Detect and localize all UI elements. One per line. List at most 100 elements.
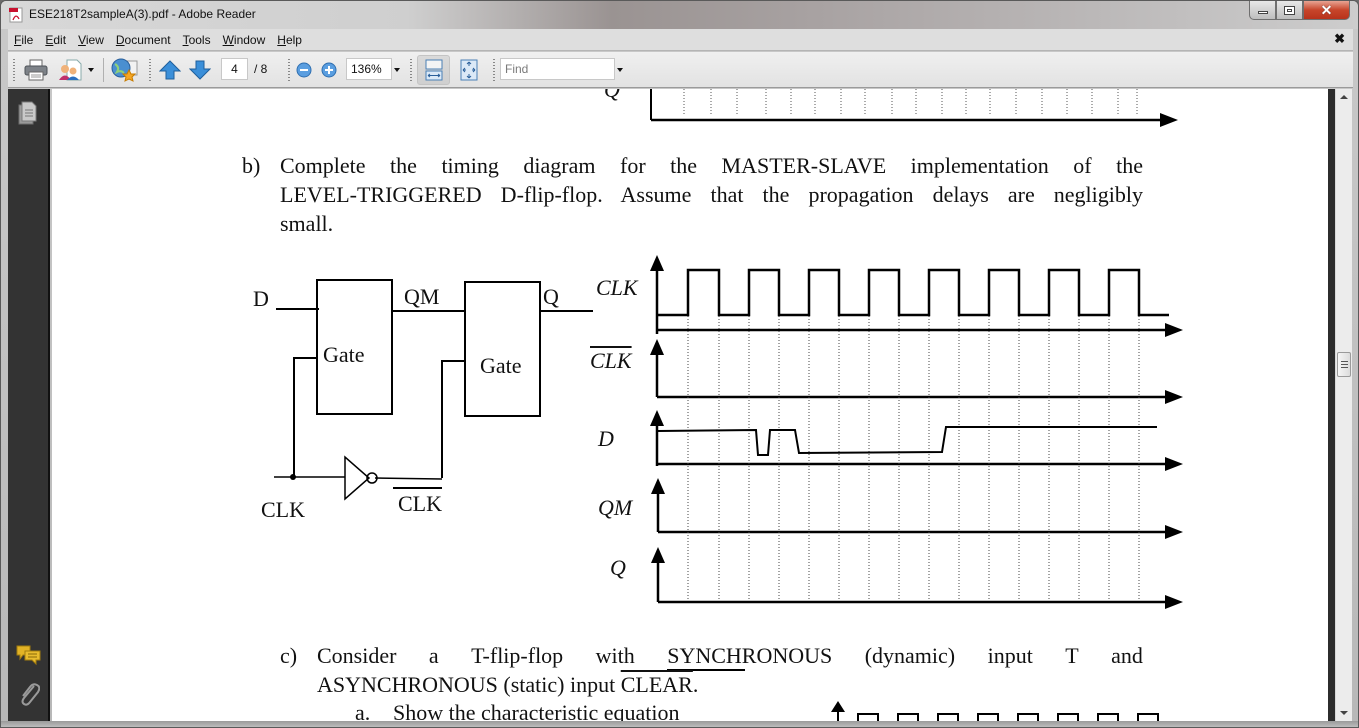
part-c-line1: Consider a T-flip-flop with SYNCHRONOUS … [317,643,1143,671]
toolbar-grip[interactable] [13,59,15,81]
circuit-clk-label: CLK [261,497,305,522]
attachments-icon[interactable] [18,682,40,706]
close-window-button[interactable]: ✕ [1303,1,1350,20]
zoom-in-icon [321,62,337,78]
pdf-page-view[interactable]: Q b) Complete the timing diagram for the… [52,89,1328,721]
menu-document[interactable]: Document [115,32,171,47]
pdf-file-icon [9,7,23,23]
master-slave-circuit [274,279,593,501]
zoom-dropdown-icon[interactable] [394,68,400,72]
next-page-button[interactable] [188,58,212,82]
close-document-button[interactable]: ✖ [1334,31,1345,46]
menu-view[interactable]: View [78,32,104,47]
word: a [428,643,439,668]
slave-gate-label: Gate [480,353,522,378]
title-bar: ESE218T2sampleA(3).pdf - Adobe Reader ✕ [1,1,1358,29]
zoom-in-button[interactable] [320,58,338,82]
scroll-up-arrow-icon[interactable] [1340,95,1348,99]
master-gate-label: Gate [323,342,365,367]
zoom-out-button[interactable] [295,58,313,82]
synchronous-word-wrap: SYNCHRONOUS [667,643,833,671]
word: input [987,643,1033,668]
time-gridlines [687,316,1140,601]
print-button[interactable] [22,58,50,82]
previous-page-button[interactable] [158,58,182,82]
circuit-d-label: D [253,286,269,311]
timing-qm-label: QM [598,495,633,520]
fit-page-button[interactable] [456,58,482,82]
zoom-level-input[interactable]: 136% [346,58,392,80]
part-c-clock-partial [831,701,1159,721]
part-c-line2: ASYNCHRONOUS (static) input CLEAR. [317,672,698,698]
circuit-clk-bar-label: CLK [398,491,442,516]
word: with [595,643,635,668]
find-dropdown-icon[interactable] [617,68,623,72]
collaborate-icon [59,59,82,81]
d-waveform [657,426,1157,456]
menu-edit[interactable]: Edit [45,32,67,47]
collaborate-dropdown-icon[interactable] [88,68,94,72]
close-icon: ✕ [1320,1,1333,18]
previous-q-axis [650,89,1178,127]
toolbar-grip[interactable] [493,59,495,81]
junction-dot [290,474,296,480]
navigation-panel [8,89,50,723]
window-title: ESE218T2sampleA(3).pdf - Adobe Reader [29,7,256,21]
line2-prefix: ASYNCHRONOUS (static) input [317,672,621,697]
word: T [1065,643,1079,668]
toolbar-grip[interactable] [410,59,412,81]
sub-a-text: Show the characteristic equation [393,700,680,721]
toolbar-separator [103,58,104,82]
part-b-line3: small. [280,211,334,236]
part-b-label: b) [242,153,261,178]
scroll-down-arrow-icon[interactable] [1340,711,1348,715]
circuit-qm-label: QM [404,284,440,309]
fit-width-icon-wrap [421,58,447,82]
find-input[interactable]: Find [500,58,615,80]
toolbar-grip[interactable] [288,59,290,81]
word: (dynamic) [864,643,956,668]
comments-icon[interactable] [16,644,42,666]
axis-arrowheads [650,255,1183,609]
synchronous-word: SYNCHRONOUS [667,643,833,668]
secure-icon [111,58,138,82]
timing-axes [655,269,1167,604]
part-b-line2: LEVEL-TRIGGERED D-flip-flop. Assume that… [280,182,1143,207]
clear-bar-text: CLEAR [620,672,693,697]
timing-diagrams [274,89,1183,721]
collaborate-button[interactable] [58,58,84,82]
vertical-scrollbar[interactable] [1335,89,1352,721]
maximize-button[interactable] [1276,1,1303,20]
part-b-line1: Complete the timing diagram for the MAST… [280,153,1143,178]
window-bottom-border [1,721,1358,727]
menu-window[interactable]: Window [222,32,266,47]
page-number-input[interactable]: 4 [221,58,248,80]
toolbar: 4 / 8 136% [8,52,1353,88]
word: and [1111,643,1143,668]
print-icon [24,59,48,81]
menu-tools[interactable]: Tools [182,32,211,47]
word: Consider [317,643,397,668]
word: T-flip-flop [471,643,564,668]
timing-d-label: D [598,426,614,451]
timing-q-label: Q [610,555,626,580]
sub-a-label: a. [355,700,371,721]
scroll-thumb[interactable] [1337,352,1351,377]
prev-page-icon [159,60,181,80]
zoom-out-icon [296,62,312,78]
menu-help[interactable]: Help [277,32,302,47]
pages-icon[interactable] [18,101,38,125]
minimize-icon [1257,11,1268,14]
minimize-button[interactable] [1249,1,1276,20]
circuit-q-label: Q [543,284,559,309]
page-gutter [1328,89,1335,721]
prev-q-label: Q [604,89,620,102]
line2-suffix: . [692,672,699,697]
menu-file[interactable]: File [14,32,34,47]
underline-mark [667,669,746,671]
secure-button[interactable] [110,58,140,82]
next-page-icon [189,60,211,80]
menu-bar: File Edit View Document Tools Window Hel… [8,29,1353,51]
toolbar-grip[interactable] [149,59,151,81]
